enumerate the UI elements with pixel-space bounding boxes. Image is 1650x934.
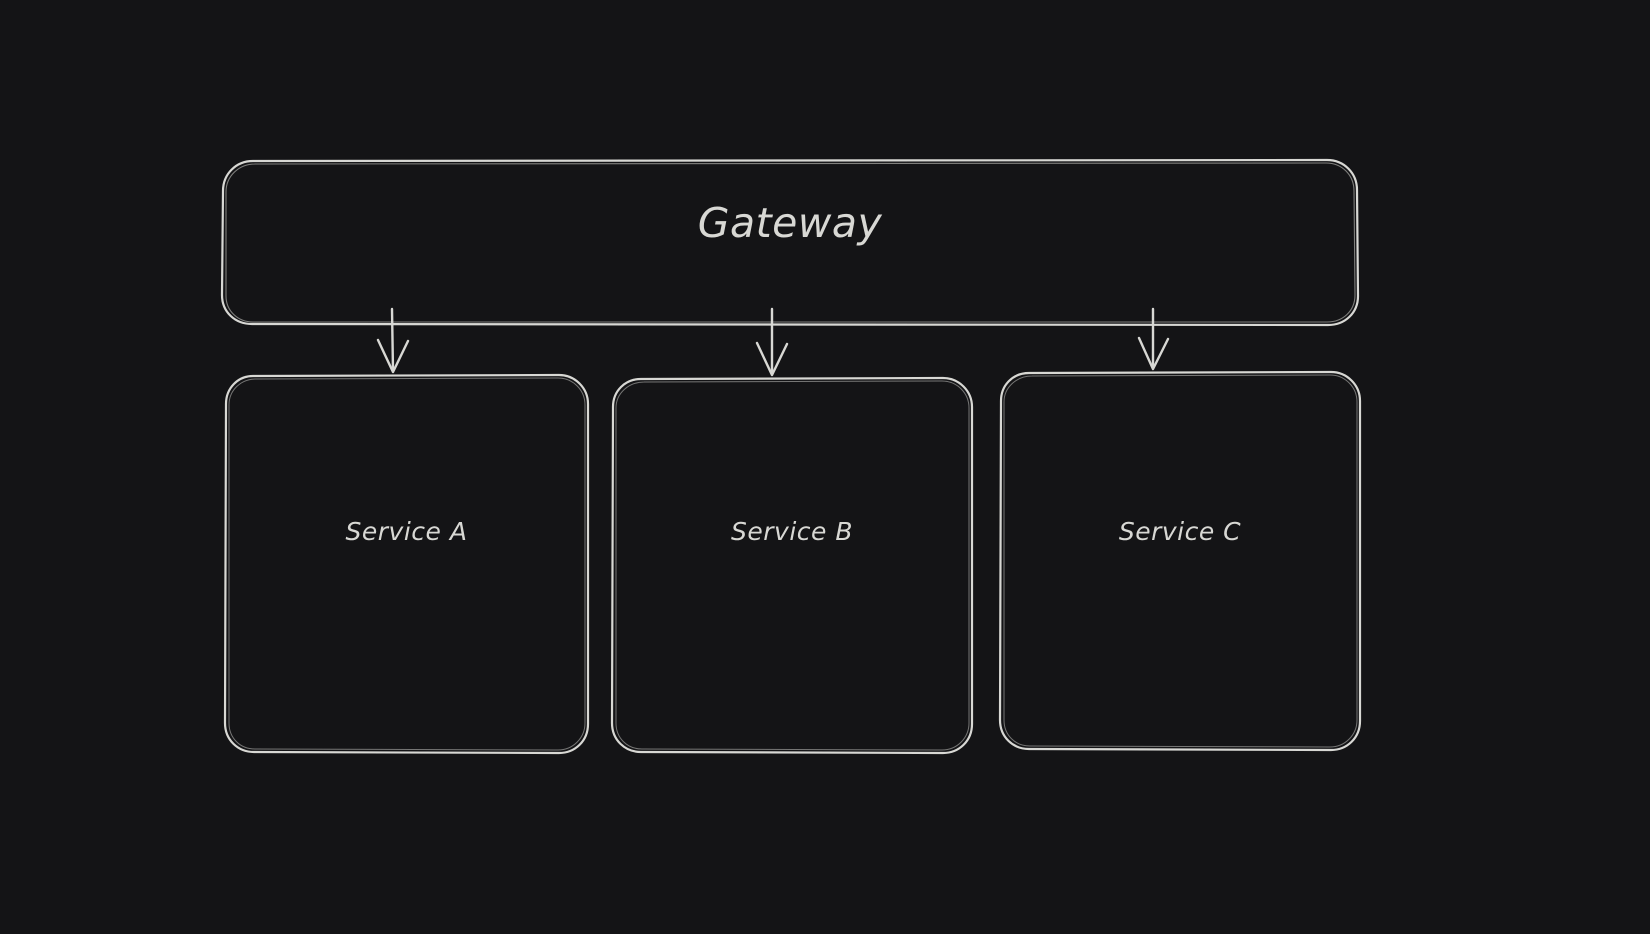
edge-gateway-service-c[interactable] [1137, 307, 1170, 371]
node-gateway-shape[interactable] [220, 158, 1360, 327]
service-a-box-outline-stroke-2 [228, 377, 586, 751]
service-c-box-outline-stroke-1 [998, 370, 1362, 752]
edge-gateway-service-b-arrowhead-icon [755, 341, 789, 377]
edge-gateway-service-c-arrowhead-icon [1137, 336, 1170, 371]
node-label-gateway: Gateway [697, 199, 883, 247]
gateway-box-outline-stroke-2 [225, 162, 1356, 323]
node-label-service-b: Service B [731, 517, 853, 546]
service-a-box-outline-stroke-1 [223, 373, 590, 755]
node-label-service-c: Service C [1118, 517, 1242, 546]
node-service-b-shape[interactable] [610, 376, 974, 755]
node-label-service-a: Service A [345, 517, 468, 546]
edge-gateway-service-a[interactable] [376, 307, 410, 374]
service-c-box-outline-stroke-2 [1003, 374, 1358, 748]
service-b-box-outline-stroke-2 [615, 380, 970, 751]
edge-gateway-service-a-arrowhead-icon [376, 338, 410, 374]
edge-gateway-service-a-line [390, 307, 395, 373]
node-service-c-shape[interactable] [998, 370, 1362, 752]
node-service-a-shape[interactable] [223, 373, 590, 755]
gateway-box-outline-stroke-1 [220, 158, 1360, 327]
service-b-box-outline-stroke-1 [610, 376, 974, 755]
edge-gateway-service-b[interactable] [755, 307, 789, 377]
